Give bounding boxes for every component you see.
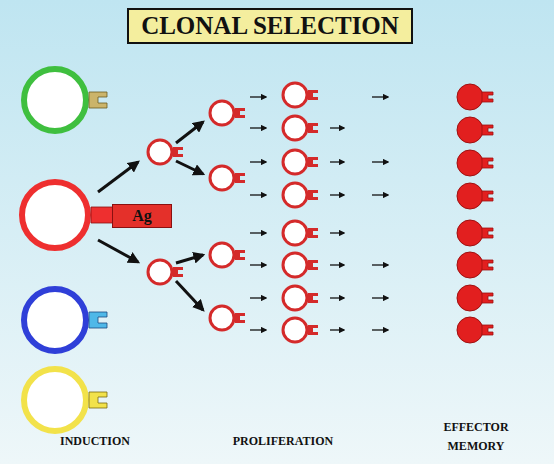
clone-cell (283, 253, 318, 277)
stage-label: PROLIFERATION (213, 432, 353, 451)
clone-cell (283, 183, 318, 207)
stage-label: INDUCTION (35, 432, 155, 451)
clone-cell (283, 318, 318, 342)
effector-cell (457, 117, 493, 143)
effector-cell (457, 150, 493, 176)
clone-cell (283, 83, 318, 107)
clone-cell (283, 150, 318, 174)
effector-cell (457, 285, 493, 311)
effector-cell (457, 220, 493, 246)
arrows (98, 122, 203, 310)
effector-cell (457, 252, 493, 278)
stage-label: EFFECTOR MEMORY (437, 418, 515, 456)
b-cell (24, 289, 107, 351)
clone-cell (283, 221, 318, 245)
effector-cell (457, 183, 493, 209)
clone-cell (283, 286, 318, 310)
dividing-cell (210, 101, 245, 125)
small-arrows (250, 97, 388, 330)
effector-cell (457, 317, 493, 343)
b-cell (24, 69, 107, 131)
dividing-cell (210, 306, 245, 330)
title-banner: CLONAL SELECTION (127, 8, 413, 44)
dividing-cell (148, 260, 183, 284)
title-text: CLONAL SELECTION (141, 10, 399, 42)
clone-cell (283, 116, 318, 140)
dividing-cell (210, 166, 245, 190)
dividing-cell (148, 140, 183, 164)
antigen-label: Ag (132, 207, 152, 225)
dividing-cell (210, 243, 245, 267)
antigen-box: Ag (112, 204, 172, 228)
b-cell (24, 369, 107, 431)
effector-cell (457, 84, 493, 110)
